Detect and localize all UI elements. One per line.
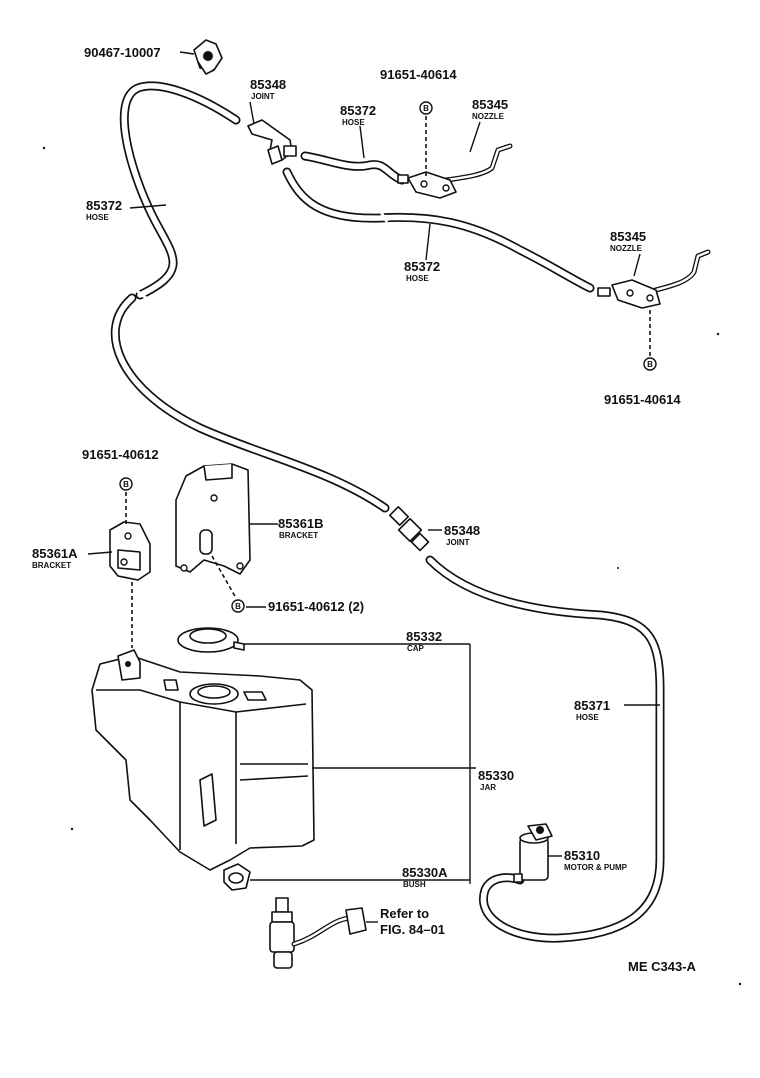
svg-text:85332: 85332 bbox=[406, 629, 442, 644]
svg-text:BRACKET: BRACKET bbox=[32, 561, 71, 570]
svg-text:85361A: 85361A bbox=[32, 546, 78, 561]
svg-text:85372: 85372 bbox=[340, 103, 376, 118]
bolt-symbol-bracket-b: B bbox=[231, 599, 245, 613]
svg-text:B: B bbox=[123, 480, 129, 489]
svg-text:85345: 85345 bbox=[472, 97, 508, 112]
joint-top-drawing bbox=[247, 119, 297, 165]
label-nozzle-right: 85345 NOZZLE bbox=[610, 229, 646, 253]
svg-text:BUSH: BUSH bbox=[403, 880, 426, 889]
svg-text:B: B bbox=[235, 602, 241, 611]
motor-pump-drawing bbox=[513, 823, 553, 883]
clip-top-drawing bbox=[193, 39, 223, 75]
label-nozzle-top: 85345 NOZZLE bbox=[472, 97, 508, 121]
label-joint-top: 85348 JOINT bbox=[250, 77, 286, 101]
svg-text:91651-40612: 91651-40612 bbox=[82, 447, 159, 462]
svg-text:91651-40614: 91651-40614 bbox=[604, 392, 681, 407]
svg-text:85372: 85372 bbox=[404, 259, 440, 274]
svg-text:Refer to: Refer to bbox=[380, 906, 429, 921]
svg-text:90467-10007: 90467-10007 bbox=[84, 45, 161, 60]
hose-gaps bbox=[135, 211, 389, 300]
hose-lines bbox=[110, 81, 665, 943]
svg-text:B: B bbox=[423, 104, 429, 113]
svg-text:MOTOR & PUMP: MOTOR & PUMP bbox=[564, 863, 628, 872]
svg-text:85330A: 85330A bbox=[402, 865, 448, 880]
label-bolt-bracket-b: 91651-40612 (2) bbox=[268, 599, 364, 614]
svg-text:85372: 85372 bbox=[86, 198, 122, 213]
svg-text:HOSE: HOSE bbox=[86, 213, 109, 222]
label-bush: 85330A BUSH bbox=[402, 865, 448, 889]
label-bolt-right: 91651-40614 bbox=[604, 392, 681, 407]
svg-text:85310: 85310 bbox=[564, 848, 600, 863]
label-hose-right: 85371 HOSE bbox=[574, 698, 610, 722]
label-hose-left: 85372 HOSE bbox=[86, 198, 122, 222]
svg-text:FIG. 84–01: FIG. 84–01 bbox=[380, 922, 445, 937]
svg-text:JOINT: JOINT bbox=[251, 92, 275, 101]
svg-text:91651-40614: 91651-40614 bbox=[380, 67, 457, 82]
svg-text:BRACKET: BRACKET bbox=[279, 531, 318, 540]
svg-text:85361B: 85361B bbox=[278, 516, 324, 531]
label-reference: Refer to FIG. 84–01 bbox=[380, 906, 445, 937]
bolt-symbol-right: B bbox=[643, 357, 657, 371]
bolt-dashed-lines bbox=[125, 116, 651, 648]
label-jar: 85330 JAR bbox=[478, 768, 514, 792]
label-cap: 85332 CAP bbox=[406, 629, 442, 653]
level-sensor-drawing bbox=[269, 897, 367, 969]
svg-text:85345: 85345 bbox=[610, 229, 646, 244]
leader-lines bbox=[87, 51, 660, 923]
svg-text:85348: 85348 bbox=[444, 523, 480, 538]
bolt-symbol-bracket-a: B bbox=[119, 477, 133, 491]
scan-specks bbox=[42, 146, 742, 986]
svg-text:B: B bbox=[647, 360, 653, 369]
svg-text:HOSE: HOSE bbox=[576, 713, 599, 722]
label-bracket-b: 85361B BRACKET bbox=[278, 516, 324, 540]
bush-drawing bbox=[223, 863, 251, 891]
svg-text:NOZZLE: NOZZLE bbox=[610, 244, 643, 253]
label-bolt-top: 91651-40614 bbox=[380, 67, 457, 82]
label-clip-top: 90467-10007 bbox=[84, 45, 161, 60]
label-bracket-a: 85361A BRACKET bbox=[32, 546, 78, 570]
svg-text:JOINT: JOINT bbox=[446, 538, 470, 547]
nozzle-right-drawing bbox=[597, 249, 711, 309]
label-hose-upper: 85372 HOSE bbox=[340, 103, 376, 127]
svg-text:91651-40612 (2): 91651-40612 (2) bbox=[268, 599, 364, 614]
svg-text:ME C343-A: ME C343-A bbox=[628, 959, 697, 974]
label-hose-middle: 85372 HOSE bbox=[404, 259, 440, 283]
label-motor-pump: 85310 MOTOR & PUMP bbox=[564, 848, 628, 872]
svg-text:85371: 85371 bbox=[574, 698, 610, 713]
jar-drawing bbox=[91, 649, 315, 871]
svg-text:85348: 85348 bbox=[250, 77, 286, 92]
bolt-symbol-top: B bbox=[419, 101, 433, 115]
joint-middle-drawing bbox=[389, 506, 430, 552]
cap-drawing bbox=[177, 627, 245, 653]
svg-text:HOSE: HOSE bbox=[406, 274, 429, 283]
svg-text:85330: 85330 bbox=[478, 768, 514, 783]
bracket-a-drawing bbox=[109, 521, 151, 581]
svg-text:NOZZLE: NOZZLE bbox=[472, 112, 505, 121]
figure-code: ME C343-A bbox=[628, 959, 697, 974]
nozzle-top-drawing bbox=[397, 143, 513, 199]
svg-text:CAP: CAP bbox=[407, 644, 425, 653]
bracket-b-drawing bbox=[175, 463, 251, 575]
label-bolt-bracket-a: 91651-40612 bbox=[82, 447, 159, 462]
svg-text:JAR: JAR bbox=[480, 783, 496, 792]
label-joint-middle: 85348 JOINT bbox=[444, 523, 480, 547]
svg-text:HOSE: HOSE bbox=[342, 118, 365, 127]
